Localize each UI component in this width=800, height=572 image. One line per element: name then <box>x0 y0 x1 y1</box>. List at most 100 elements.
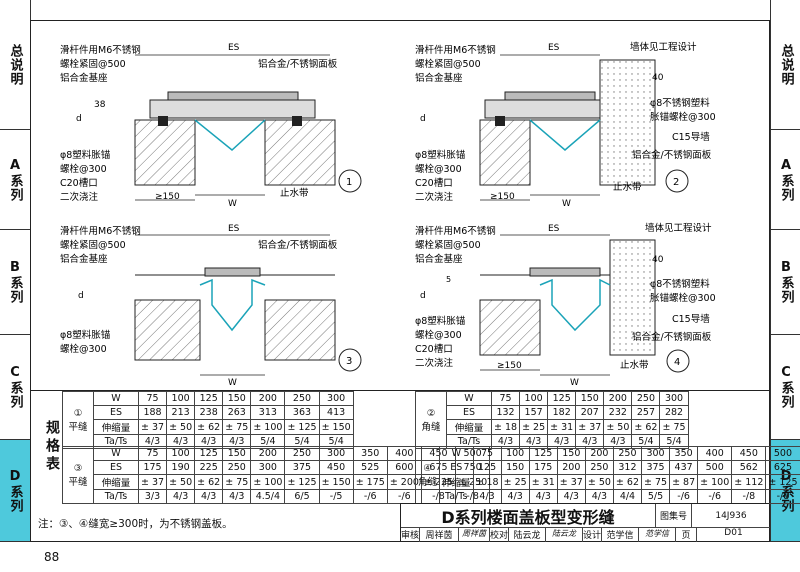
cell: 150 <box>500 460 530 475</box>
tab-d-series[interactable]: D系列 <box>0 440 30 542</box>
cell: 4/3 <box>575 434 605 449</box>
cell: 157 <box>519 405 549 420</box>
cell: 4.5/4 <box>250 489 286 504</box>
cell: -/6 <box>669 489 699 504</box>
cell: ± 125 <box>284 419 320 435</box>
cell: 375 <box>640 460 671 475</box>
label-anchor-2: φ8塑料胀锚 <box>415 149 466 161</box>
label-bolt300-2: 螺栓@300 <box>415 163 462 175</box>
cell: 300 <box>318 391 354 406</box>
tab-c-series[interactable]: C系列 <box>771 335 800 440</box>
cell: 200 <box>250 391 286 406</box>
label-bolt500-2: 螺栓紧固@500 <box>415 58 481 70</box>
joint-type: 平缝 <box>68 421 88 433</box>
cell: ± 125 <box>284 474 320 490</box>
cell: ± 25 <box>519 419 549 435</box>
tab-b-series[interactable]: B系列 <box>0 230 30 335</box>
label-base-4: 铝合金基座 <box>415 253 463 265</box>
cell: ± 75 <box>222 419 252 435</box>
label-bolt500-1: 螺栓紧固@500 <box>60 58 126 70</box>
label-ge150-4: ≥150 <box>497 361 522 371</box>
cell: ± 62 <box>612 474 643 490</box>
cell: 182 <box>547 405 577 420</box>
label-base-3: 铝合金基座 <box>60 253 108 265</box>
tab-a-series[interactable]: A系列 <box>771 130 800 230</box>
label-anchorbolt-4: 胀锚螺栓@300 <box>650 292 716 304</box>
label-bolt500-3: 螺栓紧固@500 <box>60 239 126 251</box>
tab-general[interactable]: 总说明 <box>771 0 800 130</box>
row-head-shrink: 伸缩量 <box>446 419 492 435</box>
cell: 213 <box>166 405 196 420</box>
label-40-2: 40 <box>652 73 664 83</box>
cell: ± 37 <box>556 474 586 490</box>
cell: 450 <box>318 460 354 475</box>
label-panel-2: 铝合金/不锈钢面板 <box>632 149 712 161</box>
label-anchorss-4: φ8不锈钢塑料 <box>650 278 710 290</box>
cell: -/6 <box>697 489 733 504</box>
label-bolt300-1: 螺栓@300 <box>60 163 107 175</box>
cell: 450 <box>731 446 767 461</box>
detail-number-4: 4 <box>674 357 680 368</box>
cell: 125 <box>194 391 224 406</box>
cell: ± 87 <box>669 474 699 490</box>
cell: 282 <box>659 405 689 420</box>
label-anchor-3: φ8塑料胀锚 <box>60 329 111 341</box>
cell: 200 <box>584 446 614 461</box>
cell: ± 62 <box>194 474 224 490</box>
cell: ± 18 <box>472 474 502 490</box>
label-panel-4: 铝合金/不锈钢面板 <box>632 331 712 343</box>
cell: 300 <box>640 446 671 461</box>
cell: ± 37 <box>575 419 605 435</box>
cell: 100 <box>166 446 196 461</box>
label-ge150-1: ≥150 <box>155 192 180 202</box>
label-base-2: 铝合金基座 <box>415 72 463 84</box>
cell: 5/5 <box>640 489 671 504</box>
cell: ± 75 <box>659 419 689 435</box>
row-head-shrink: 伸缩量 <box>93 419 139 435</box>
cell: ± 62 <box>194 419 224 435</box>
cell: 313 <box>250 405 286 420</box>
detail-1 <box>134 54 362 201</box>
cell: 188 <box>137 405 168 420</box>
label-panel-1: 铝合金/不锈钢面板 <box>258 58 338 70</box>
label-slide-2: 滑杆件用M6不锈钢 <box>415 44 496 56</box>
label-w-2: W <box>562 199 571 209</box>
cell: 125 <box>528 446 558 461</box>
label-waterstop-1: 止水带 <box>280 187 309 199</box>
review-signature: 周祥茵 <box>459 528 490 542</box>
cell: ± 50 <box>584 474 614 490</box>
table-row: 伸缩量 ± 18± 25± 31± 37± 50± 62± 75± 87± 10… <box>416 474 800 490</box>
cell: ± 50 <box>603 419 633 435</box>
row-head-w: W <box>93 391 139 406</box>
cell: 4/3 <box>166 489 196 504</box>
cell: ± 75 <box>640 474 671 490</box>
cell: 4/4 <box>612 489 643 504</box>
label-d-2: d <box>420 114 426 124</box>
cell: 200 <box>250 446 286 461</box>
label-second-4: 二次浇注 <box>415 357 454 369</box>
tab-b-series[interactable]: B系列 <box>771 230 800 335</box>
row-head-tats: Ta/Ts <box>93 489 139 504</box>
cell: 250 <box>284 391 320 406</box>
cell: -/5 <box>318 489 354 504</box>
page-code: D01 <box>724 528 743 538</box>
cell: 132 <box>490 405 521 420</box>
tab-c-series[interactable]: C系列 <box>0 335 30 440</box>
tab-general[interactable]: 总说明 <box>0 0 30 130</box>
cell: 5/4 <box>659 434 689 449</box>
check-label: 校对 <box>490 528 509 542</box>
label-c15-4: C15导墙 <box>672 313 710 325</box>
cell: 300 <box>659 391 689 406</box>
cell: 125 <box>194 446 224 461</box>
cell: 150 <box>556 446 586 461</box>
tab-a-series[interactable]: A系列 <box>0 130 30 230</box>
cell: ± 25 <box>500 474 530 490</box>
label-es-3: ES <box>228 224 240 234</box>
label-es-1: ES <box>228 43 240 53</box>
cell: ± 37 <box>137 474 168 490</box>
cell: 125 <box>547 391 577 406</box>
cell: 4/3 <box>194 489 224 504</box>
